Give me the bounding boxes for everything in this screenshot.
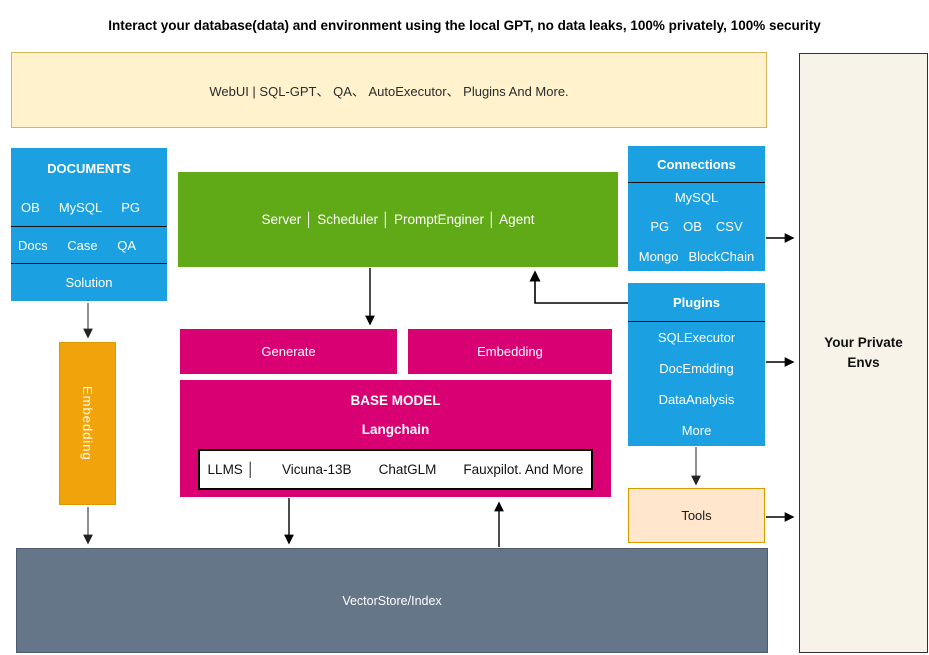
documents-row-docs: Docs Case QA <box>11 226 167 264</box>
page-title: Interact your database(data) and environ… <box>108 18 821 33</box>
connections-item-csv: CSV <box>715 219 743 235</box>
private-envs-label-line1: Your Private <box>824 335 903 351</box>
tools-block: Tools <box>628 488 765 543</box>
llms-list: LLMS │ Vicuna-13B ChatGLM Fauxpilot. And… <box>198 449 593 490</box>
embedding-label: Embedding <box>477 344 543 359</box>
private-envs-label-line2: Envs <box>847 355 880 370</box>
documents-item-qa: QA <box>117 237 136 253</box>
documents-item-case: Case <box>67 237 98 253</box>
connections-row-mongo-blockchain: Mongo BlockChain <box>628 242 765 271</box>
documents-panel-title: DOCUMENTS <box>47 160 131 176</box>
plugins-item-sqlexecutor: SQLExecutor <box>657 330 736 345</box>
llms-item-llms: LLMS │ <box>207 462 256 477</box>
connections-panel: Connections MySQL PG OB CSV Mongo BlockC… <box>628 146 765 271</box>
embedding-vertical-label: Embedding <box>80 386 95 461</box>
server-bar: Server │ Scheduler │ PromptEnginer │ Age… <box>178 172 618 267</box>
embedding-block: Embedding <box>408 329 612 374</box>
vectorstore-label: VectorStore/Index <box>342 593 442 608</box>
tools-label: Tools <box>681 508 712 523</box>
private-envs-block: Your Private Envs <box>799 53 928 653</box>
connections-item-pg: PG <box>650 219 670 235</box>
plugins-panel-title: Plugins <box>628 283 765 322</box>
llms-item-fauxpilot: Fauxpilot. And More <box>463 462 584 477</box>
vectorstore-block: VectorStore/Index <box>16 548 768 653</box>
base-model-title: BASE MODEL <box>350 393 441 408</box>
plugins-item-dataanalysis: DataAnalysis <box>658 392 735 407</box>
plugins-panel: Plugins SQLExecutor DocEmdding DataAnaly… <box>628 283 765 446</box>
documents-item-ob: OB <box>21 199 40 215</box>
server-bar-label: Server │ Scheduler │ PromptEnginer │ Age… <box>261 212 535 227</box>
documents-row-solution: Solution <box>11 264 167 301</box>
webui-bar-label: WebUI | SQL-GPT、 QA、 AutoExecutor、 Plugi… <box>209 83 569 99</box>
generate-block: Generate <box>180 329 397 374</box>
arrow-plugins-to-server <box>529 270 628 304</box>
connections-row-mysql: MySQL <box>628 183 765 212</box>
connections-item-mysql: MySQL <box>674 190 719 206</box>
documents-item-docs: Docs <box>18 237 48 253</box>
documents-item-solution: Solution <box>65 275 113 290</box>
connections-panel-title: Connections <box>628 146 765 183</box>
llms-item-vicuna: Vicuna-13B <box>282 462 352 477</box>
embedding-vertical-block: Embedding <box>59 342 116 505</box>
connections-item-blockchain: BlockChain <box>688 248 755 264</box>
documents-item-pg: PG <box>121 199 140 215</box>
connections-item-mongo: Mongo <box>638 248 679 264</box>
documents-row-databases: OB MySQL PG <box>11 188 167 226</box>
webui-bar: WebUI | SQL-GPT、 QA、 AutoExecutor、 Plugi… <box>11 52 767 128</box>
base-model-block: BASE MODEL Langchain LLMS │ Vicuna-13B C… <box>180 380 611 497</box>
documents-item-mysql: MySQL <box>58 199 103 215</box>
base-model-subtitle: Langchain <box>361 422 430 437</box>
connections-row-pg-ob-csv: PG OB CSV <box>628 212 765 241</box>
generate-label: Generate <box>261 344 316 359</box>
connections-item-ob: OB <box>683 219 702 235</box>
documents-panel: DOCUMENTS OB MySQL PG Docs Case QA Solut… <box>11 148 167 301</box>
plugins-item-docemdding: DocEmdding <box>659 361 734 376</box>
plugins-item-more: More <box>681 423 712 438</box>
llms-item-chatglm: ChatGLM <box>378 462 437 477</box>
